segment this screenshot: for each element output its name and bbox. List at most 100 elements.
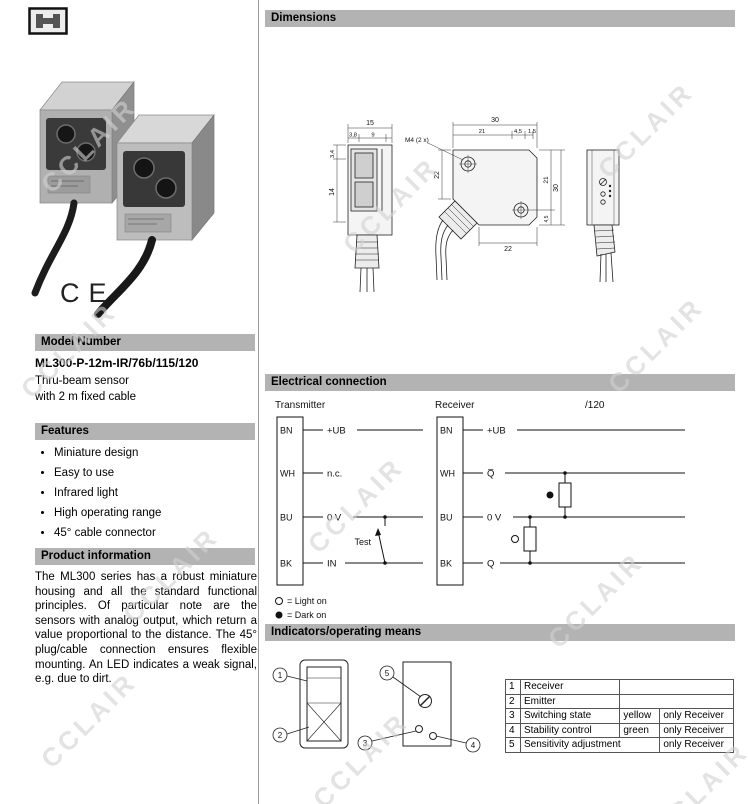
callouts	[272, 665, 481, 753]
cell-desc: Sensitivity adjustment	[519, 737, 661, 753]
table-row: 2 Emitter	[505, 693, 734, 709]
cell-num: 1	[505, 679, 521, 695]
dim-front-left-h: 22	[434, 171, 441, 179]
dim-side-w-b: 9	[371, 133, 374, 139]
cell-num: 4	[505, 722, 521, 738]
ce-mark: CE	[60, 278, 116, 308]
cell-note: only Receiver	[659, 722, 734, 738]
pin-wire: BN	[280, 426, 293, 436]
dark-on-dot	[546, 491, 554, 499]
dim-side-h-b: 14	[329, 188, 336, 196]
junction-dot	[383, 515, 387, 519]
pin-signal: 0 V	[487, 513, 502, 524]
model-number: ML300-P-12m-IR/76b/115/120	[35, 356, 199, 370]
callout-5: 5	[385, 669, 390, 678]
transmitter-box	[276, 416, 304, 586]
pin-signal: Q	[487, 559, 494, 570]
product-photo	[31, 80, 215, 318]
cable-front	[94, 236, 156, 318]
test-label: Test	[354, 537, 371, 547]
cable-back	[31, 199, 78, 297]
cell-color: yellow	[619, 708, 661, 724]
dim-thread-label: M4 (2 x)	[405, 137, 429, 144]
callout-2: 2	[278, 731, 283, 740]
pin-signal: +UB	[487, 426, 506, 437]
dim-side-w-a: 3,8	[349, 133, 357, 139]
indicator-table: 1 Receiver 2 Emitter 3 Switching state y…	[505, 679, 734, 753]
indicator-device-top	[402, 661, 452, 747]
pin-signal: Q̅	[487, 469, 494, 480]
callout-1: 1	[278, 671, 283, 680]
dim-front-right-h-a: 21	[543, 176, 550, 184]
pin-wire: BN	[440, 426, 453, 436]
callout-3: 3	[363, 739, 368, 748]
junction-dot	[383, 561, 387, 565]
section-indicators: Indicators/operating means	[265, 624, 735, 641]
section-features: Features	[35, 423, 255, 440]
dim-front-right-total: 30	[553, 184, 560, 192]
junction-dot	[528, 561, 532, 565]
cell-desc: Emitter	[519, 693, 621, 709]
pin-wire: WH	[280, 469, 295, 479]
rear-view	[586, 149, 620, 283]
legend-light-on-icon	[275, 597, 283, 605]
cell-rest	[619, 679, 734, 695]
junction-dot	[563, 471, 567, 475]
features-list: Miniature design Easy to use Infrared li…	[38, 447, 253, 547]
table-row: 5 Sensitivity adjustment only Receiver	[505, 737, 734, 753]
table-row: 1 Receiver	[505, 679, 734, 695]
receiver-lines	[463, 429, 685, 564]
cell-num: 5	[505, 737, 521, 753]
light-on-dot	[511, 535, 519, 543]
cell-note: only Receiver	[659, 708, 734, 724]
sensor-front	[94, 113, 215, 318]
dim-front-total-width: 30	[491, 117, 499, 124]
pin-wire: BK	[440, 559, 452, 569]
pin-signal: 0 V	[327, 513, 342, 524]
feature-item: Easy to use	[54, 467, 253, 479]
pin-wire: BK	[280, 559, 292, 569]
dim-front-w-b: 4,5	[514, 129, 522, 135]
transmitter-title: Transmitter	[275, 400, 326, 411]
feature-item: Infrared light	[54, 487, 253, 499]
pin-signal: n.c.	[327, 469, 342, 480]
product-info-text: The ML300 series has a robust miniature …	[35, 571, 257, 686]
dim-side-h-a: 3,4	[330, 149, 336, 158]
junction-dot	[528, 515, 532, 519]
dim-front-w-a: 21	[479, 129, 485, 135]
cell-num: 3	[505, 708, 521, 724]
feature-item: High operating range	[54, 507, 253, 519]
model-type: Thru-beam sensor	[35, 375, 129, 387]
indicator-device-front	[299, 659, 349, 749]
side-view	[347, 144, 393, 293]
legend-dark-on: = Dark on	[287, 610, 326, 620]
dim-front-bottom-w: 22	[504, 246, 512, 253]
pin-wire: WH	[440, 469, 455, 479]
section-dimensions: Dimensions	[265, 10, 735, 27]
dim-side-total-width: 15	[366, 120, 374, 127]
table-row: 3 Switching state yellow only Receiver	[505, 708, 734, 724]
legend-light-on: = Light on	[287, 596, 327, 606]
sensor-back	[31, 80, 135, 297]
feature-item: Miniature design	[54, 447, 253, 459]
switch-arrow	[375, 528, 381, 536]
front-view-dim-lines	[427, 122, 565, 246]
dim-front-w-c: 1,5	[528, 129, 536, 135]
model-cable: with 2 m fixed cable	[35, 391, 136, 403]
front-view	[435, 149, 538, 281]
indicators-drawing: 1 2 5 3 4	[272, 659, 481, 753]
dimensions-drawing: 15 3,8 9 3,4 14	[329, 117, 620, 293]
dim-front-right-h-b: 4,5	[544, 215, 550, 222]
side-view-dim-lines	[333, 124, 393, 223]
section-product-information: Product information	[35, 548, 255, 565]
cell-num: 2	[505, 693, 521, 709]
legend-dark-on-icon	[275, 611, 283, 619]
pin-signal: +UB	[327, 426, 346, 437]
pin-wire: BU	[280, 513, 293, 523]
cell-note: only Receiver	[659, 737, 734, 753]
pin-wire: BU	[440, 513, 453, 523]
feature-item: 45° cable connector	[54, 527, 253, 539]
resistor	[558, 482, 572, 508]
cell-desc: Switching state	[519, 708, 621, 724]
